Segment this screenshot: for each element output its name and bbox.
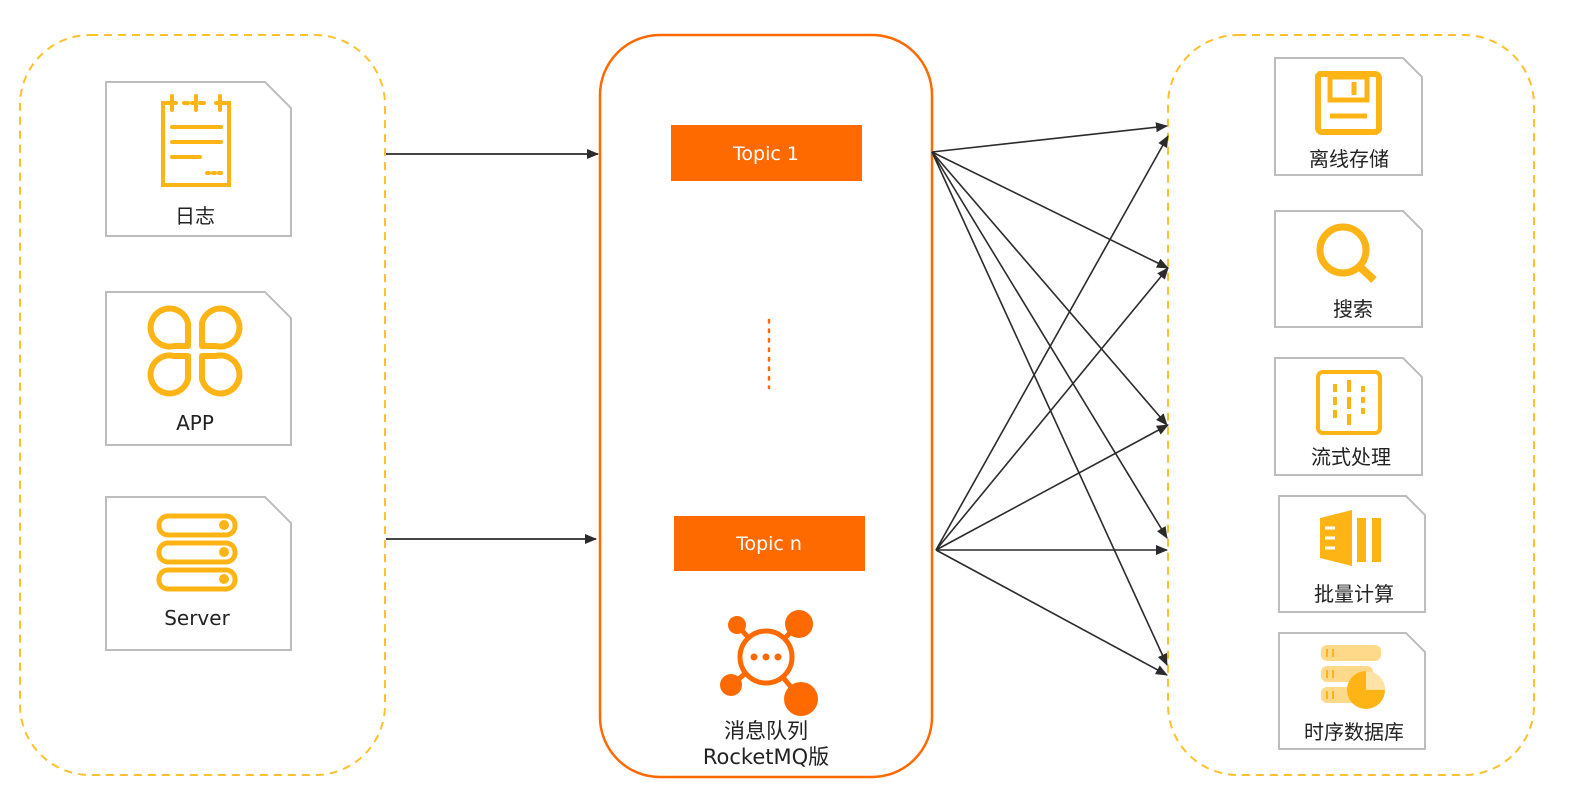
consumer-card-batch-computing: 批量计算 [1278, 495, 1426, 613]
document-icon [161, 94, 231, 187]
source-label: APP [176, 411, 214, 435]
timeseries-db-icon [1321, 645, 1385, 709]
stream-icon [1316, 370, 1382, 435]
app-clover-icon [147, 305, 243, 397]
consumer-card-stream-processing: 流式处理 [1274, 357, 1423, 476]
topic-label: Topic n [735, 533, 802, 555]
consumer-card-search: 搜索 [1274, 210, 1423, 328]
magnifier-icon [1316, 223, 1377, 283]
consumers-group [1167, 34, 1535, 776]
batch-columns-icon [1320, 510, 1381, 566]
message-hub-icon [720, 610, 818, 716]
server-icon [156, 513, 238, 592]
message-queue-panel [598, 33, 934, 779]
consumer-card-offline-storage: 离线存储 [1274, 57, 1423, 176]
floppy-disk-icon [1315, 71, 1382, 135]
source-card-app: APP [105, 291, 292, 446]
producers-group [19, 34, 386, 776]
consumer-label: 时序数据库 [1304, 720, 1404, 744]
queue-name-line1: 消息队列 [724, 719, 808, 743]
consumer-label: 流式处理 [1311, 445, 1391, 469]
consumer-label: 搜索 [1333, 297, 1373, 321]
topic-label: Topic 1 [732, 143, 799, 165]
topic-n: Topic n [674, 516, 865, 571]
topic-1: Topic 1 [671, 125, 862, 181]
source-card-log: 日志 [105, 81, 292, 237]
consumer-card-timeseries-db: 时序数据库 [1278, 632, 1426, 750]
consumer-label: 批量计算 [1314, 582, 1394, 606]
queue-name-line2: RocketMQ版 [703, 745, 829, 769]
source-label: 日志 [175, 204, 215, 228]
source-label: Server [164, 606, 230, 630]
consumer-arrows [931, 122, 1169, 676]
consumer-label: 离线存储 [1309, 147, 1389, 171]
source-card-server: Server [105, 496, 292, 651]
